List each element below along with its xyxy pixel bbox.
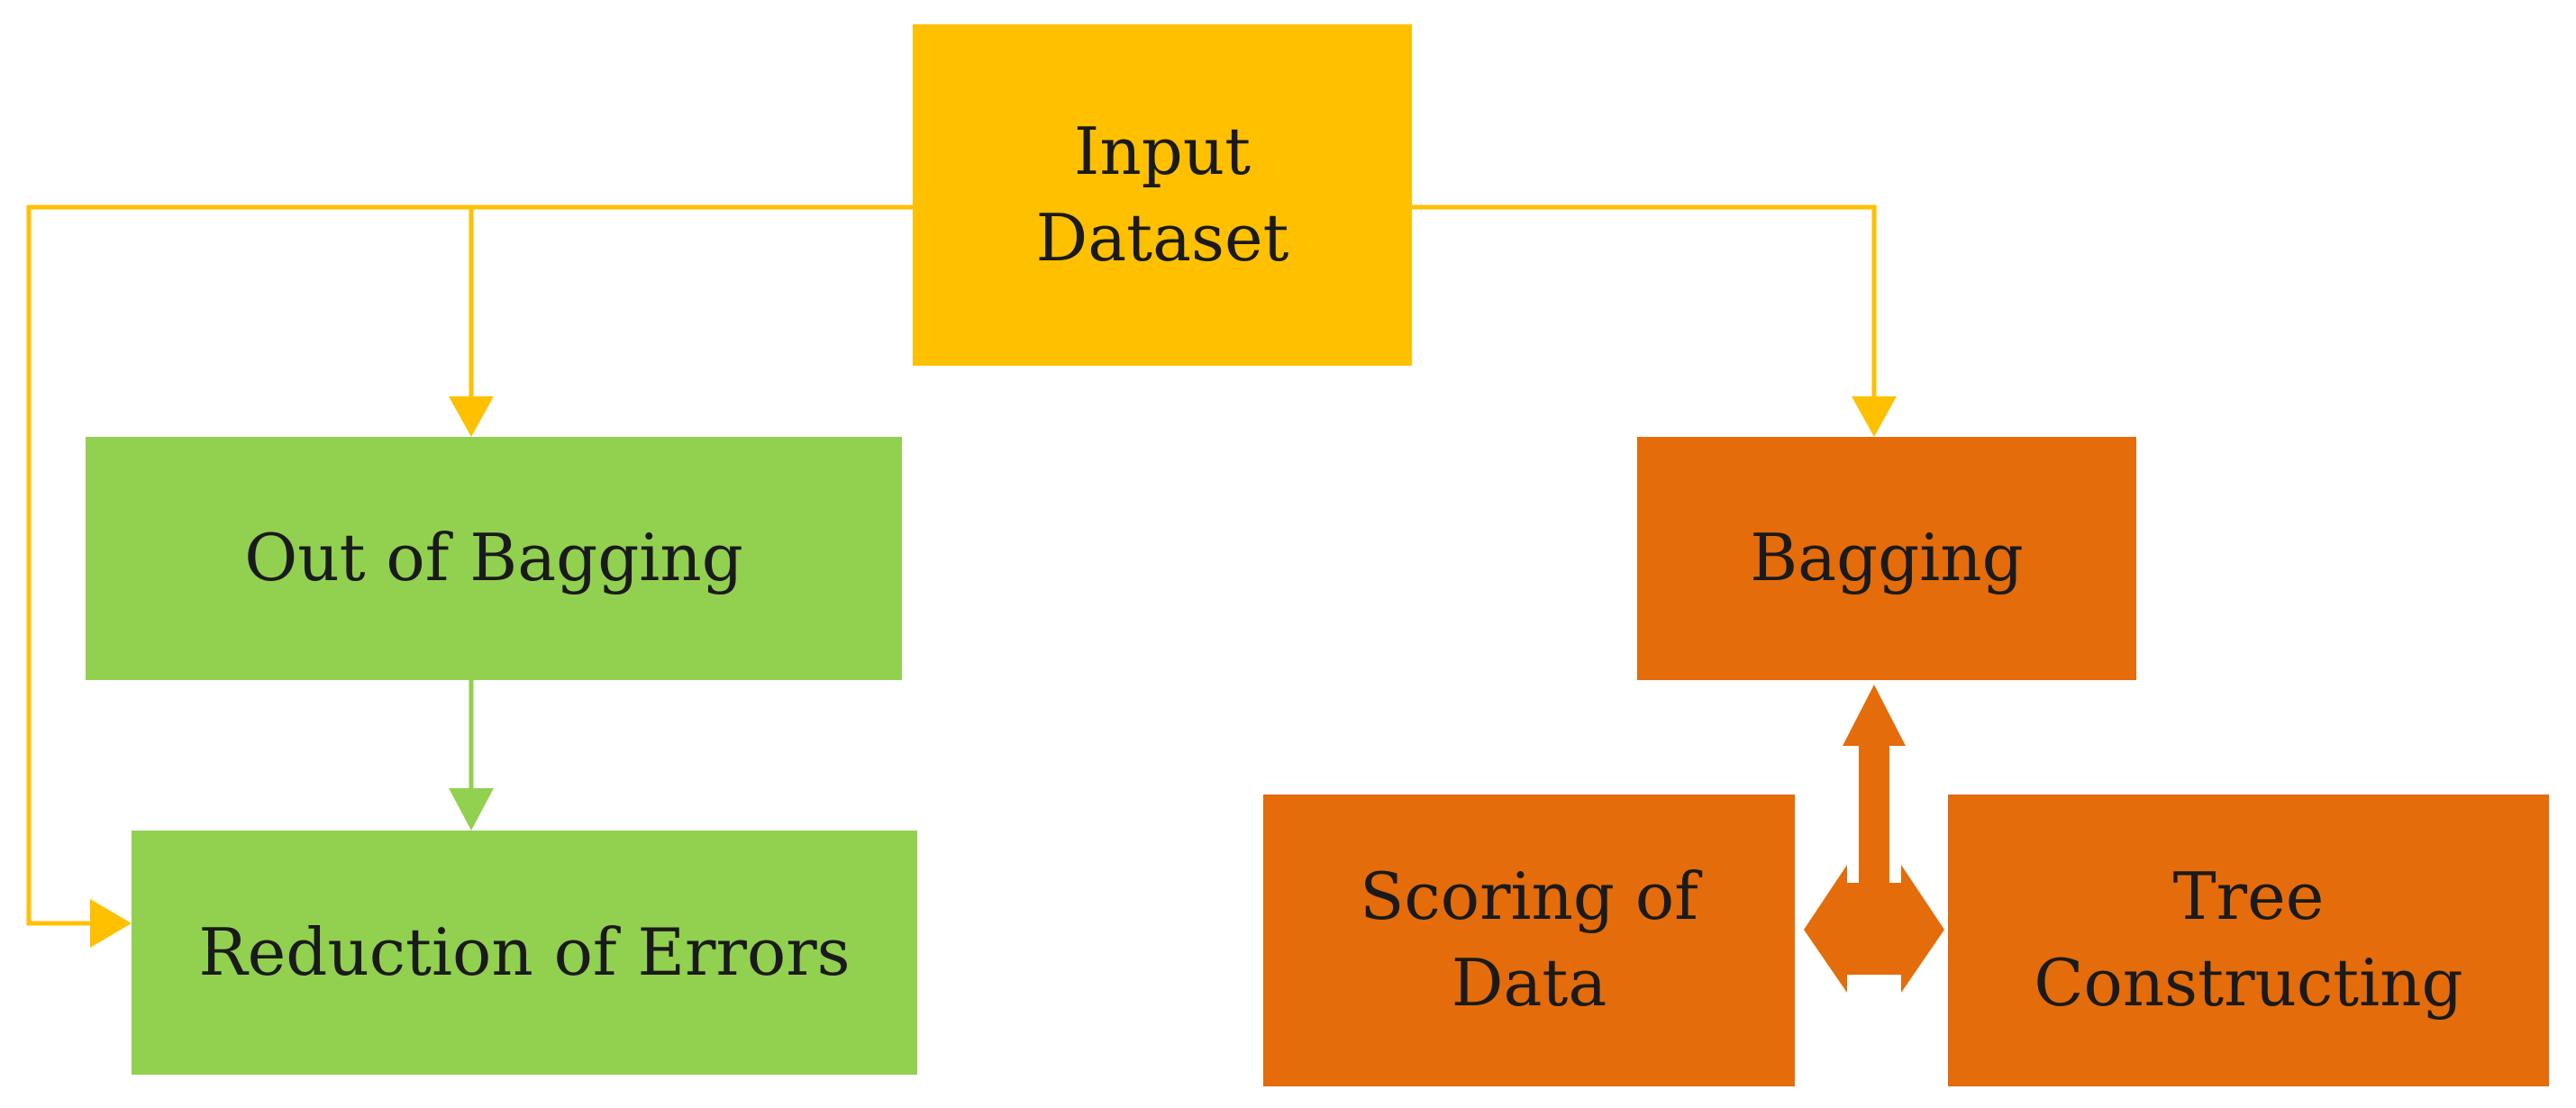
connectors-input xyxy=(26,204,1877,926)
arrowhead-reduction xyxy=(90,899,132,948)
edge-input-to-bagging xyxy=(1412,204,1877,404)
edge-input-to-out-of-bagging xyxy=(469,204,913,405)
reduction-of-errors-node: Reduction of Errors xyxy=(198,913,851,990)
arrowhead-out-of-bagging xyxy=(449,396,494,437)
connector-oob-to-reduction xyxy=(449,680,494,831)
input-dataset-node: Input Dataset xyxy=(1035,113,1289,276)
arrowhead-bagging xyxy=(1852,396,1897,437)
tree-constructing-node: Tree Constructing xyxy=(2034,858,2463,1021)
out-of-bagging-node: Out of Bagging xyxy=(244,520,743,596)
scoring-of-data-node: Scoring of Data xyxy=(1360,858,1698,1021)
bagging-node: Bagging xyxy=(1750,520,2024,596)
bagging-box-bg xyxy=(1637,437,2136,680)
bidirectional-block-arrow xyxy=(1804,685,1944,993)
input-dataset-box-bg xyxy=(913,24,1412,366)
reduction-box-bg xyxy=(132,831,917,1075)
scoring-box-bg xyxy=(1263,795,1795,1086)
edge-input-to-reduction xyxy=(26,204,471,926)
arrowheads-input xyxy=(90,396,1897,948)
tree-box-bg xyxy=(1948,795,2549,1086)
arrowhead-oob-to-reduction xyxy=(449,788,494,831)
out-of-bagging-box-bg xyxy=(86,437,902,680)
